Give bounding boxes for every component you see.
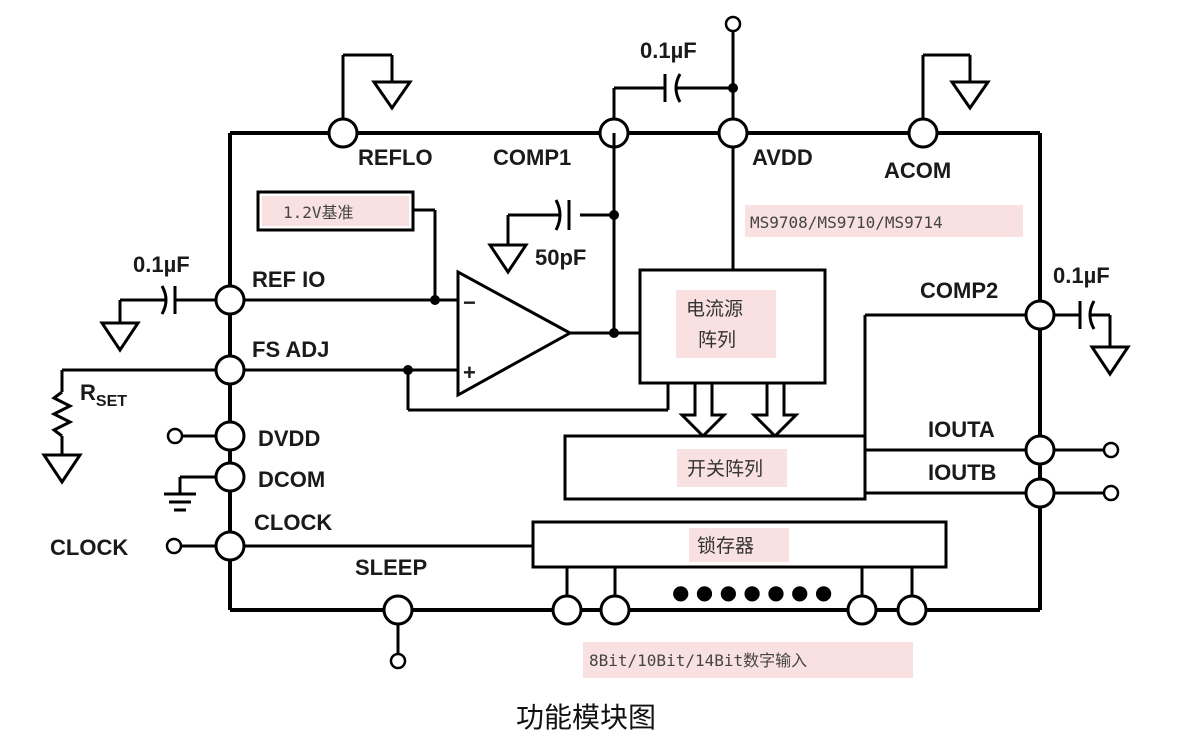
iouta-label: IOUTA — [928, 417, 995, 442]
internal-cap-ground-icon — [487, 243, 529, 275]
reflo-label: REFLO — [358, 145, 433, 170]
digital-input-wires — [565, 567, 914, 596]
source-arrow-left — [678, 381, 728, 439]
comp2-pin — [1024, 299, 1056, 331]
dvdd-label: DVDD — [258, 426, 320, 451]
clock-terminal — [165, 537, 183, 555]
digital-input-label: 8Bit/10Bit/14Bit数字输入 — [589, 651, 807, 670]
comp2-ground-icon — [1089, 345, 1131, 377]
current-source-highlight — [676, 290, 776, 358]
acom-ground-icon — [949, 80, 991, 111]
iouta-pin — [1024, 434, 1056, 466]
comp2-cap-value: 0.1µF — [1053, 263, 1110, 288]
comp2-internal-wire — [863, 313, 1026, 436]
latch-highlight — [689, 528, 789, 562]
internal-cap-value: 50pF — [535, 245, 586, 270]
dvdd-pin — [214, 420, 246, 452]
dcom-ground-icon — [164, 492, 196, 512]
diagram-caption: 功能模块图 — [516, 701, 656, 734]
sleep-label: SLEEP — [355, 555, 427, 580]
reference-to-opamp-wire — [413, 208, 437, 300]
part-number-label: MS9708/MS9710/MS9714 — [750, 213, 943, 232]
avdd-label: AVDD — [752, 145, 813, 170]
ioutb-label: IOUTB — [928, 460, 996, 485]
reference-highlight — [262, 196, 409, 226]
fsadj-pin — [214, 354, 246, 386]
refio-cap-value: 0.1µF — [133, 252, 190, 277]
comp2-external-capacitor — [1054, 300, 1131, 377]
clock-pin — [214, 530, 246, 562]
refio-junction — [430, 295, 440, 305]
refio-ground-icon — [99, 321, 141, 353]
opamp-triangle — [456, 269, 574, 398]
digital-input-pin-3 — [846, 594, 878, 626]
avdd-terminal — [724, 15, 742, 33]
ioutb-terminal — [1102, 484, 1120, 502]
comp1-cap-value: 0.1µF — [640, 38, 697, 63]
refio-pin — [214, 284, 246, 316]
fsadj-label: FS ADJ — [252, 337, 329, 362]
source-arrow-right — [750, 381, 800, 439]
reflo-pin — [327, 117, 359, 149]
sleep-pin — [382, 594, 414, 626]
reference-label: 1.2V基准 — [283, 203, 354, 222]
comp2-label: COMP2 — [920, 278, 998, 303]
digital-input-pin-1 — [551, 594, 583, 626]
clock-pin-label: CLOCK — [254, 510, 332, 535]
refio-label: REF IO — [252, 267, 325, 292]
rset-ground-icon — [41, 453, 83, 485]
bus-dots: ● ● ● ● ● ● ● — [672, 580, 832, 604]
opamp-plus: + — [463, 360, 476, 385]
sleep-terminal — [389, 652, 407, 670]
dcom-ground-wire — [164, 475, 216, 512]
dvdd-terminal — [166, 427, 184, 445]
digital-input-pin-2 — [599, 594, 631, 626]
opamp-minus: − — [463, 290, 476, 315]
refio-external-capacitor — [99, 285, 216, 353]
opamp-feedback-wire — [406, 370, 670, 412]
iouta-terminal — [1102, 441, 1120, 459]
switch-array-label: 开关阵列 — [687, 458, 763, 480]
opamp-output-junction — [609, 328, 619, 338]
reflo-ground-icon — [371, 80, 413, 111]
part-number-highlight — [745, 205, 1023, 237]
latch-label: 锁存器 — [697, 535, 754, 557]
digital-input-pin-4 — [896, 594, 928, 626]
rset-resistor — [41, 368, 216, 485]
acom-label: ACOM — [884, 158, 951, 183]
clock-input-label: CLOCK — [50, 535, 128, 560]
dcom-label: DCOM — [258, 467, 325, 492]
comp1-external-capacitor — [612, 73, 738, 119]
digital-input-highlight — [583, 642, 913, 678]
internal-50pf-capacitor — [487, 133, 619, 333]
acom-pin — [907, 117, 939, 149]
comp1-label: COMP1 — [493, 145, 571, 170]
rset-label: RSET — [80, 380, 127, 410]
current-source-label-line2: 阵列 — [698, 329, 736, 351]
ioutb-pin — [1024, 477, 1056, 509]
current-source-label-line1: 电流源 — [686, 298, 743, 320]
avdd-pin — [717, 117, 749, 149]
switch-array-highlight — [677, 449, 787, 487]
dcom-pin — [214, 461, 246, 493]
